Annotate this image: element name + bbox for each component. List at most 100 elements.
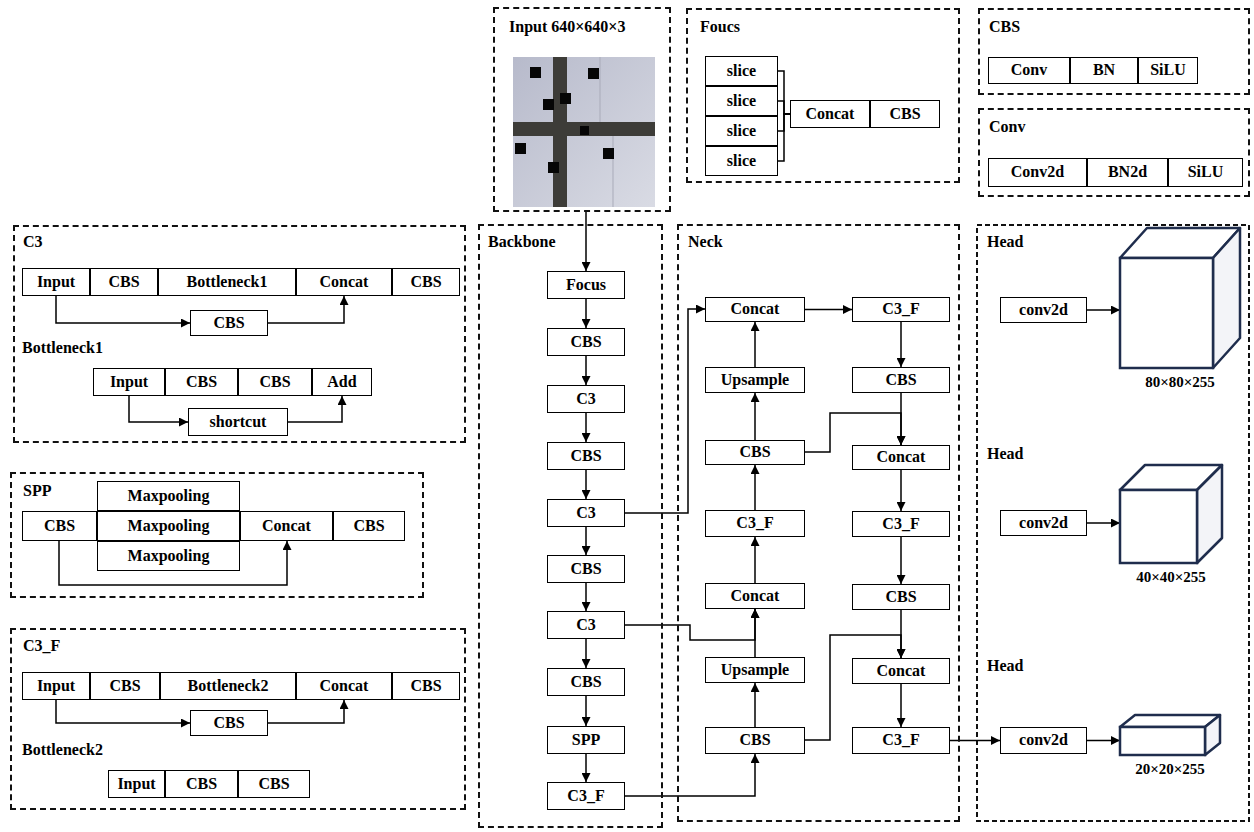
flow-arrow <box>900 322 902 367</box>
layer-box: C3_F <box>852 511 950 537</box>
image-patch <box>603 148 614 159</box>
layer-name: slice <box>727 152 756 170</box>
panel-heading: SPP <box>23 482 51 500</box>
layer-name: Concat <box>320 677 369 695</box>
module-panel: ConvConv2dBN2dSiLU <box>978 108 1250 197</box>
layer-box: CBS <box>392 672 460 700</box>
tensor-size: 80×80×255 <box>1120 374 1240 391</box>
layer-box: Concat <box>852 658 950 684</box>
flow-arrow <box>129 396 188 422</box>
flow-arrow <box>585 356 587 385</box>
layer-name: Maxpooling <box>128 517 210 535</box>
layer-name: Input <box>37 677 75 695</box>
layer-name: SPP <box>572 731 600 749</box>
flow-arrow <box>625 309 705 513</box>
layer-name: Concat <box>877 662 926 680</box>
layer-name: slice <box>727 92 756 110</box>
layer-name: C3_F <box>882 515 919 533</box>
layer-name: conv2d <box>1019 301 1068 319</box>
layer-name: Input <box>37 273 75 291</box>
layer-box: Add <box>312 368 372 396</box>
cube-side <box>1213 228 1240 368</box>
layer-name: conv2d <box>1019 731 1068 749</box>
layer-name: C3 <box>576 504 596 522</box>
layer-name: Concat <box>731 300 780 318</box>
layer-name: Concat <box>806 105 855 123</box>
layer-box: Conv <box>988 57 1070 84</box>
layer-box: shortcut <box>188 408 288 436</box>
module-panel: BackboneFocusCBSC3CBSC3CBSC3CBSSPPC3_F <box>478 224 663 828</box>
flow-arrow <box>778 71 790 114</box>
layer-box: Concat <box>240 511 333 541</box>
layer-name: Input <box>117 775 155 793</box>
flow-arrow <box>625 754 755 796</box>
layer-box: CBS <box>547 668 625 696</box>
layer-box: CBS <box>165 770 238 798</box>
panel-heading: Backbone <box>488 233 556 251</box>
cube-front <box>1120 258 1213 368</box>
layer-name: CBS <box>570 673 601 691</box>
panel-heading: Foucs <box>700 18 740 36</box>
layer-name: CBS <box>570 560 601 578</box>
flow-arrow <box>900 537 902 584</box>
flow-arrow <box>585 583 587 611</box>
layer-box: C3_F <box>705 510 805 537</box>
layer-name: Concat <box>877 448 926 466</box>
image-patch <box>588 68 599 79</box>
module-panel: Input 640×640×3 <box>493 7 671 212</box>
panel-heading: Head <box>987 657 1023 675</box>
layer-box: Conv2d <box>988 158 1087 187</box>
layer-name: CBS <box>889 105 920 123</box>
tensor-size: 40×40×255 <box>1120 569 1222 586</box>
layer-box: CBS <box>705 727 805 754</box>
layer-box: slice <box>705 146 778 176</box>
panel-heading: Head <box>987 445 1023 463</box>
feature-map-cube: 20×20×255 <box>1120 727 1205 755</box>
layer-name: CBS <box>739 443 770 461</box>
connector-group <box>56 71 1120 796</box>
flow-arrow <box>56 700 190 723</box>
layer-name: Focus <box>566 276 606 294</box>
layer-name: shortcut <box>210 413 267 431</box>
layer-box: Maxpooling <box>97 541 240 571</box>
cube-shape <box>1120 228 1240 368</box>
layer-box: CBS <box>852 367 950 393</box>
layer-box: conv2d <box>1000 510 1087 536</box>
layer-box: SiLU <box>1138 57 1198 84</box>
module-panel: FoucsslicesliceslicesliceConcatCBS <box>686 8 960 183</box>
layer-box: Maxpooling <box>97 481 240 511</box>
layer-box: C3_F <box>852 297 950 322</box>
layer-box: Concat <box>705 297 805 322</box>
flow-arrow <box>805 635 901 740</box>
flow-arrow <box>754 393 756 440</box>
image-seam <box>613 136 614 207</box>
layer-name: Maxpooling <box>128 547 210 565</box>
flow-arrow <box>268 700 344 723</box>
layer-name: CBS <box>186 373 217 391</box>
layer-name: CBS <box>213 714 244 732</box>
layer-box: Concat <box>296 672 392 700</box>
layer-box: CBS <box>547 555 625 583</box>
layer-box: CBS <box>547 442 625 470</box>
panel-heading: CBS <box>989 18 1020 36</box>
cube-top <box>1120 715 1220 727</box>
layer-name: CBS <box>213 314 244 332</box>
layer-box: SPP <box>547 726 625 754</box>
panel-heading: Conv <box>989 118 1025 136</box>
image-patch <box>543 99 554 110</box>
layer-box: conv2d <box>1000 297 1087 323</box>
layer-name: CBS <box>186 775 217 793</box>
layer-name: SiLU <box>1150 61 1186 79</box>
layer-box: Input <box>22 268 90 296</box>
layer-name: CBS <box>739 731 770 749</box>
layer-box: CBS <box>705 440 805 465</box>
layer-box: BN2d <box>1087 158 1168 187</box>
layer-name: Bottleneck2 <box>188 677 269 695</box>
layer-name: Conv2d <box>1011 163 1064 181</box>
layer-box: CBS <box>852 584 950 610</box>
layer-name: CBS <box>353 517 384 535</box>
layer-box: BN <box>1070 57 1138 84</box>
flow-arrow <box>900 684 902 727</box>
layer-name: CBS <box>885 588 916 606</box>
flow-arrow <box>585 470 587 499</box>
